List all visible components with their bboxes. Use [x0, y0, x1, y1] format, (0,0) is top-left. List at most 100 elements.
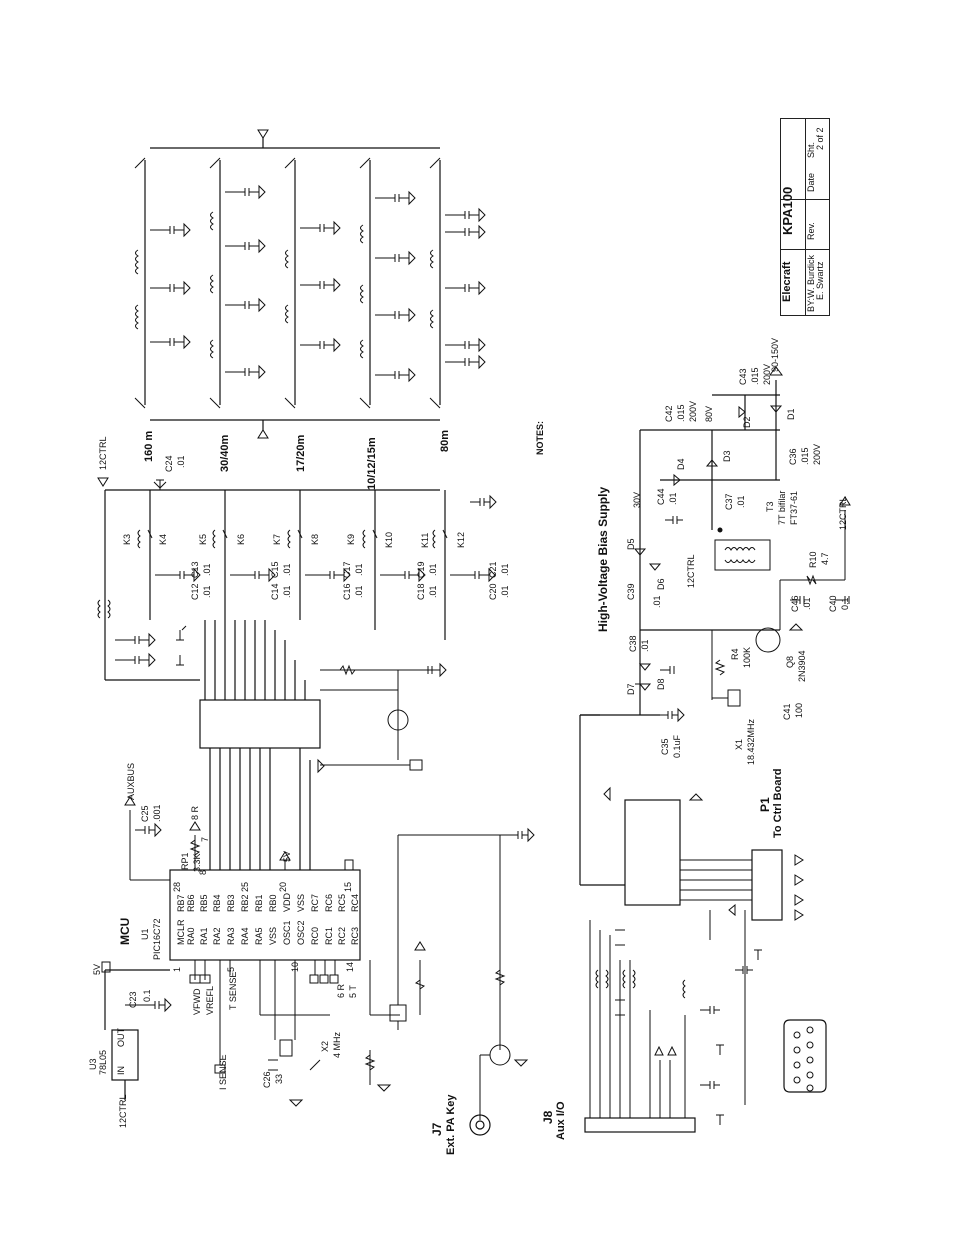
d1-label: D1 [786, 408, 796, 420]
j7-label: J7 [430, 1122, 444, 1136]
r10-value: 4.7 [820, 552, 830, 565]
c23-value: 0.1 [142, 989, 152, 1002]
mcu-pin: RC5 [337, 893, 347, 912]
c38-value: .01 [640, 639, 650, 652]
mcu-pin: RC1 [324, 926, 334, 945]
mcu-pin: RA3 [226, 927, 236, 945]
relay-label: K11 [420, 532, 430, 548]
relay-drivers [97, 477, 497, 870]
c36-label: C36 [788, 448, 798, 465]
c42-rating: 200V [688, 400, 698, 422]
j7-sub: Ext. PA Key [445, 1094, 457, 1155]
c41-value: 100 [794, 702, 804, 718]
q8-label: Q8 [785, 655, 795, 668]
mcu-pin: RB7 [176, 894, 186, 912]
c39-label: C39 [626, 583, 636, 600]
d6-label: D6 [656, 578, 666, 590]
c24-value: .01 [176, 455, 186, 468]
pin-number: 1 [172, 966, 182, 972]
c26-value: 33 [274, 1073, 284, 1084]
relay-label: K6 [236, 533, 246, 545]
mcu-pin: VSS [268, 926, 278, 945]
pin-number: 20 [278, 881, 288, 892]
mcu-pin: RC2 [337, 926, 347, 945]
hv-bias-heading: High-Voltage Bias Supply [596, 486, 610, 632]
p1-label: P1 [758, 797, 772, 812]
date-label: Date [806, 172, 816, 192]
cap-value: .01 [354, 585, 364, 598]
cap-value: .01 [282, 563, 292, 576]
lowpass-filter-bank [150, 129, 440, 439]
cap-value: .01 [354, 563, 364, 576]
cap-label: C19 [416, 561, 426, 578]
cap-value: .01 [428, 585, 438, 598]
t3-core: FT37-61 [789, 490, 799, 525]
c25-value: .001 [152, 804, 162, 822]
cap-value: .01 [282, 585, 292, 598]
mcu-pin: RA2 [212, 927, 222, 945]
relay-label: K3 [122, 533, 132, 545]
band-label: 17/20m [295, 434, 307, 472]
relay-label: K9 [346, 533, 356, 545]
p1-sub: To Ctrl Board [772, 768, 784, 838]
d8-label: D8 [656, 678, 666, 690]
mcu-section [101, 796, 535, 1136]
connectors [579, 714, 827, 1133]
c41-label: C41 [782, 703, 792, 720]
cap-label: C13 [190, 561, 200, 578]
c37-label: C37 [724, 493, 734, 510]
mcu-pin: RA5 [254, 927, 264, 945]
cap-label: C16 [342, 583, 352, 600]
c37-value: .01 [736, 495, 746, 508]
pin-number: 7 [200, 836, 210, 842]
mcu-part: PIC16C72 [152, 918, 162, 960]
pin-number: 25 [240, 881, 250, 892]
r8-label: 8 R [190, 805, 200, 820]
c35-value: 0.1uF [672, 734, 682, 758]
v30-label: 30V [632, 491, 642, 508]
u3-ref: U3 [88, 1058, 98, 1070]
relay-label: K4 [158, 533, 168, 545]
x1-value: 18.432MHz [746, 718, 756, 765]
x2-label: X2 [320, 1040, 330, 1052]
c39-value: .01 [652, 595, 662, 608]
cap-label: C17 [342, 561, 352, 578]
auxbus-label: AUXBUS [126, 762, 136, 800]
t3-label: T3 [765, 501, 775, 512]
x1-label: X1 [734, 738, 744, 750]
u3-rail: 12CTRL [118, 1094, 128, 1128]
cap-label: C15 [270, 561, 280, 578]
band-label: 80m [439, 429, 451, 452]
mcu-pin: VDD [282, 892, 292, 912]
hv-bias-supply [580, 366, 851, 723]
band-label: 30/40m [219, 434, 231, 472]
cap-value: .01 [202, 585, 212, 598]
pin-number: 28 [172, 881, 182, 892]
c42-value: .015 [676, 404, 686, 422]
rail-5v: 5V [282, 850, 292, 862]
rp1-label: RP1 [180, 852, 190, 870]
mcu-pin: RC6 [324, 893, 334, 912]
band-label: 10/12/15m [366, 437, 378, 490]
mcu-pin: RB5 [199, 894, 209, 912]
band-rows [134, 157, 486, 409]
v90-label: 90-150V [770, 337, 780, 372]
cap-value: .01 [428, 563, 438, 576]
d5-label: D5 [626, 538, 636, 550]
c25-label: C25 [140, 805, 150, 822]
c35-label: C35 [660, 738, 670, 755]
pin-number: 15 [343, 881, 353, 892]
c44-value: .01 [668, 492, 678, 505]
c23-label: C23 [128, 991, 138, 1008]
drawn-by-2: E. Swartz [815, 261, 825, 300]
d7-label: D7 [626, 683, 636, 695]
cap-label: C18 [416, 583, 426, 600]
mcu-pin: RB6 [186, 894, 196, 912]
pin-number: 14 [345, 961, 355, 972]
vrefl-label: VREFL [205, 985, 215, 1015]
c38-label: C38 [628, 635, 638, 652]
cap-label: C12 [190, 583, 200, 600]
mcu-heading: MCU [118, 917, 132, 945]
relay-label: K12 [456, 531, 466, 548]
mcu-pin: RA4 [240, 927, 250, 945]
